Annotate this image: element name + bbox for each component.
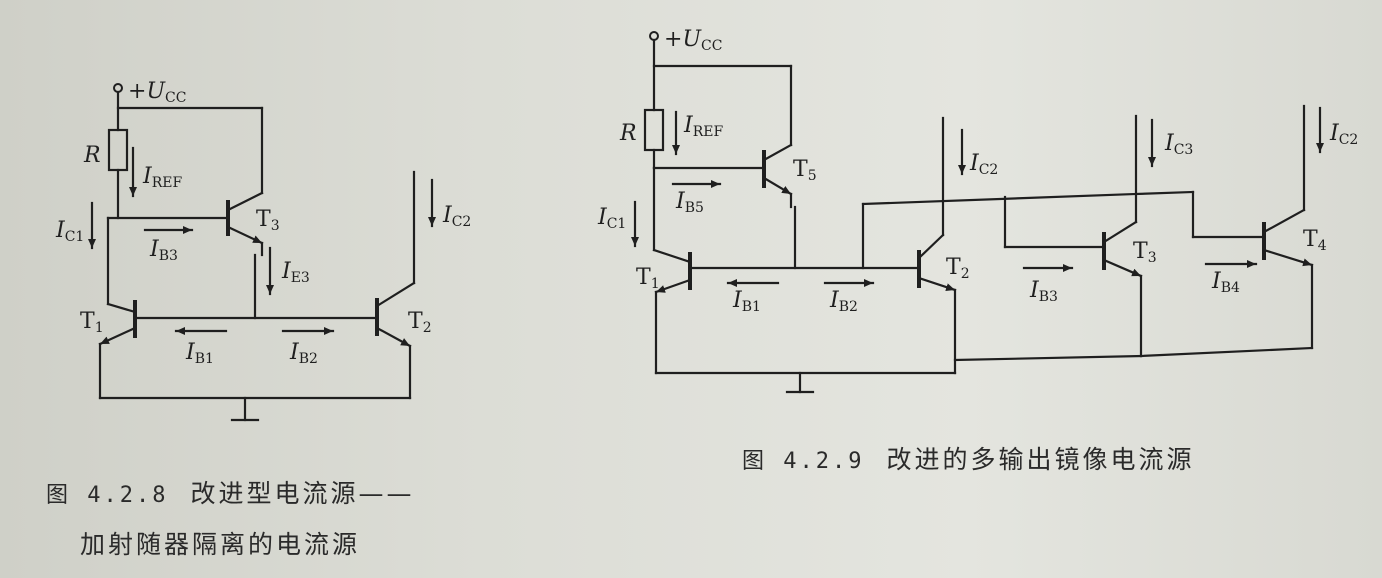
t4-label: T4 (1303, 227, 1327, 254)
t1-label-2: T1 (636, 265, 660, 292)
iref-label: IREF (142, 164, 182, 191)
ic2-label-2: IC2 (969, 151, 998, 178)
ic2b-label: IC2 (1329, 121, 1358, 148)
supply-terminal-2 (649, 31, 659, 41)
supply-label-2: +UCC (664, 27, 722, 54)
transistor-t2-2 (917, 233, 957, 292)
resistor-label-2: R (619, 121, 637, 146)
iref-label-2: IREF (683, 113, 723, 140)
ie3-label: IE3 (281, 259, 310, 286)
ib2-label-2: IB2 (829, 288, 858, 315)
transistor-t3-2 (1102, 220, 1143, 278)
wires-fig2 (652, 38, 1314, 394)
t3-label-2: T3 (1133, 239, 1157, 266)
ib5-label: IB5 (675, 189, 704, 216)
t5-label: T5 (793, 157, 817, 184)
ic1-label-2: IC1 (597, 205, 626, 232)
ib3-label-2: IB3 (1029, 278, 1058, 305)
figure-4-2-9: +UCC (597, 27, 1358, 474)
ib2-label: IB2 (289, 340, 318, 367)
supply-label: +UCC (128, 79, 186, 106)
transistor-t3 (226, 191, 264, 245)
resistor-r (107, 128, 129, 172)
wires-fig1 (98, 90, 416, 422)
resistor-label: R (83, 143, 101, 168)
ic2-label: IC2 (442, 203, 471, 230)
transistor-t1 (98, 300, 137, 346)
t3-label: T3 (256, 207, 280, 234)
figure-4-2-8: +UCC R T3 (46, 79, 471, 559)
ib1-label-2: IB1 (732, 288, 761, 315)
transistor-t1-2 (652, 248, 692, 294)
t1-label: T1 (80, 309, 104, 336)
transistor-t2 (375, 281, 416, 348)
t2-label: T2 (408, 309, 432, 336)
ic3-label: IC3 (1164, 131, 1193, 158)
ic1-label: IC1 (55, 218, 84, 245)
t2-label-2: T2 (946, 255, 970, 282)
caption-1-line2: 加射随器隔离的电流源 (80, 530, 360, 559)
ib1-label: IB1 (185, 340, 214, 367)
ib4-label: IB4 (1211, 269, 1240, 296)
resistor-r-2 (643, 108, 665, 152)
ib3-label: IB3 (149, 237, 178, 264)
transistor-t5 (762, 143, 793, 196)
transistor-t4 (1262, 208, 1314, 267)
supply-terminal (113, 83, 123, 93)
